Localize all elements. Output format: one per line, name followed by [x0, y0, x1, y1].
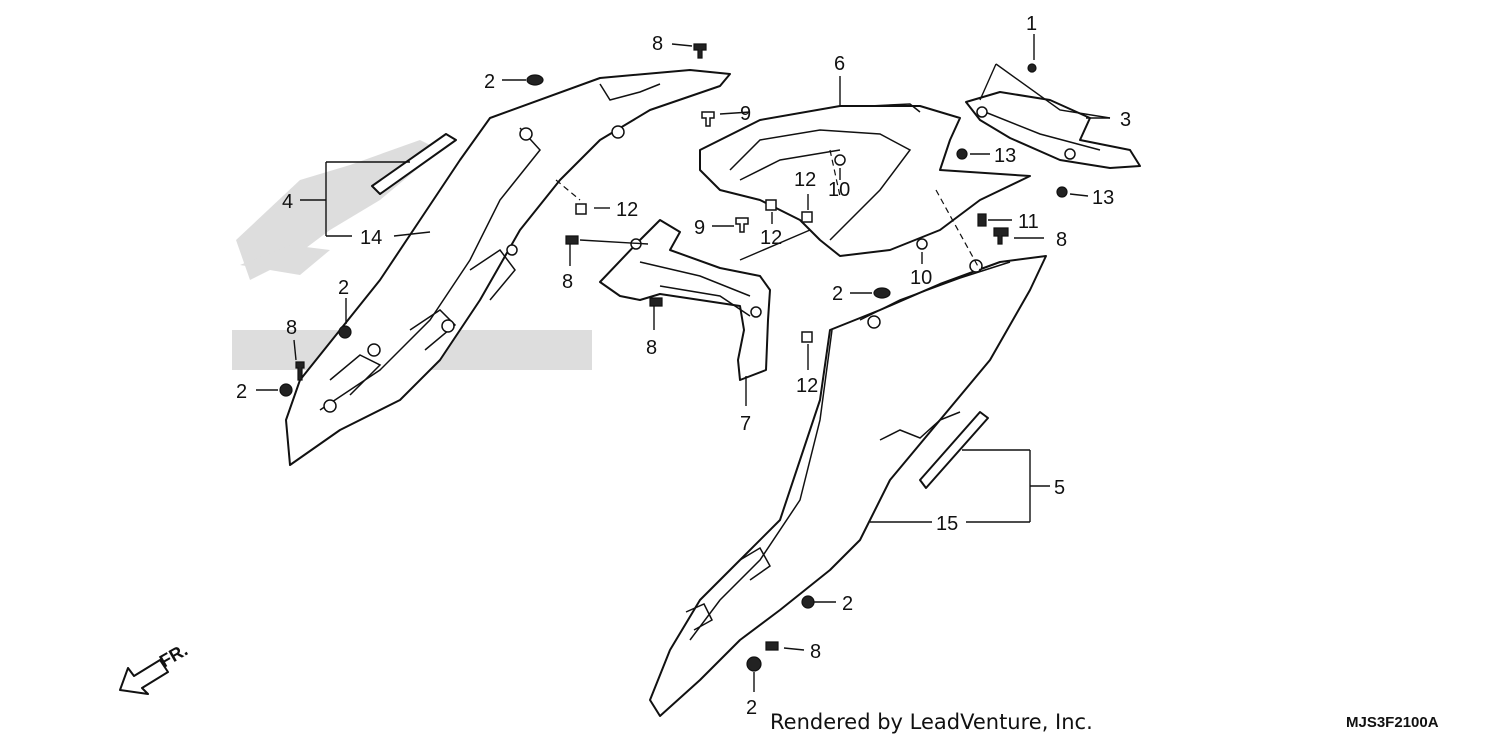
center-rear-cover [699, 103, 1031, 257]
callout-12: 12 [794, 169, 816, 191]
callout-1: 1 [1026, 13, 1037, 35]
nut-icon [916, 238, 928, 250]
callout-12: 12 [616, 199, 638, 221]
callout-4: 4 [282, 191, 293, 213]
callout-8: 8 [646, 337, 657, 359]
callout-10: 10 [828, 179, 850, 201]
callout-15: 15 [936, 513, 958, 535]
callout-13: 13 [1092, 187, 1114, 209]
callout-2: 2 [746, 697, 757, 719]
right-sticker [919, 411, 989, 489]
callout-2: 2 [842, 593, 853, 615]
callout-8: 8 [562, 271, 573, 293]
callout-10: 10 [910, 267, 932, 289]
bolt-icon [765, 641, 779, 651]
fasteners [279, 43, 1068, 672]
bolt-icon [993, 227, 1009, 245]
clip-icon [279, 383, 293, 397]
callout-14: 14 [360, 227, 382, 249]
callout-9: 9 [694, 217, 705, 239]
callout-2: 2 [236, 381, 247, 403]
callout-labels: 1 2 2 2 2 2 2 3 4 5 6 7 8 8 8 8 8 8 9 9 … [236, 13, 1131, 719]
callout-12: 12 [760, 227, 782, 249]
bolt-icon [649, 297, 663, 307]
callout-8: 8 [652, 33, 663, 55]
clip-nut-icon [801, 211, 813, 223]
render-credit: Rendered by LeadVenture, Inc. [770, 710, 1093, 734]
tail-piece [965, 91, 1141, 169]
callout-8: 8 [1056, 229, 1067, 251]
callout-8: 8 [810, 641, 821, 663]
callout-13: 13 [994, 145, 1016, 167]
screw-icon [956, 148, 968, 160]
callout-2: 2 [338, 277, 349, 299]
inner-bracket [599, 219, 771, 381]
callout-7: 7 [740, 413, 751, 435]
callout-6: 6 [834, 53, 845, 75]
callout-11: 11 [1018, 211, 1039, 233]
callout-12: 12 [796, 375, 818, 397]
nut-icon [834, 154, 846, 166]
bolt-icon [735, 217, 749, 233]
leader-lines [256, 34, 1111, 692]
screw-icon [1027, 63, 1037, 73]
callout-2: 2 [832, 283, 843, 305]
front-direction-indicator: FR. [119, 640, 191, 695]
clip-icon [338, 325, 352, 339]
assembly-lines [555, 149, 981, 271]
bolt-icon [701, 111, 715, 127]
callout-5: 5 [1054, 477, 1065, 499]
callout-2: 2 [484, 71, 495, 93]
callout-8: 8 [286, 317, 297, 339]
clip-nut-icon [575, 203, 587, 215]
clip-icon [873, 287, 891, 299]
callout-3: 3 [1120, 109, 1131, 131]
grommet-icon [977, 213, 987, 227]
callout-9: 9 [740, 103, 751, 125]
clip-nut-icon [765, 199, 777, 211]
clip-icon [801, 595, 815, 609]
left-side-cover [285, 69, 731, 466]
bolt-icon [693, 43, 707, 59]
clip-icon [526, 74, 544, 86]
clip-icon [746, 656, 762, 672]
arrow-left-icon [119, 659, 169, 695]
bolt-icon [565, 235, 579, 245]
right-side-cover [649, 255, 1047, 717]
screw-icon [1056, 186, 1068, 198]
left-sticker [371, 133, 457, 195]
diagram-code: MJS3F2100A [1346, 714, 1439, 731]
bolt-icon [295, 361, 305, 381]
clip-nut-icon [801, 331, 813, 343]
